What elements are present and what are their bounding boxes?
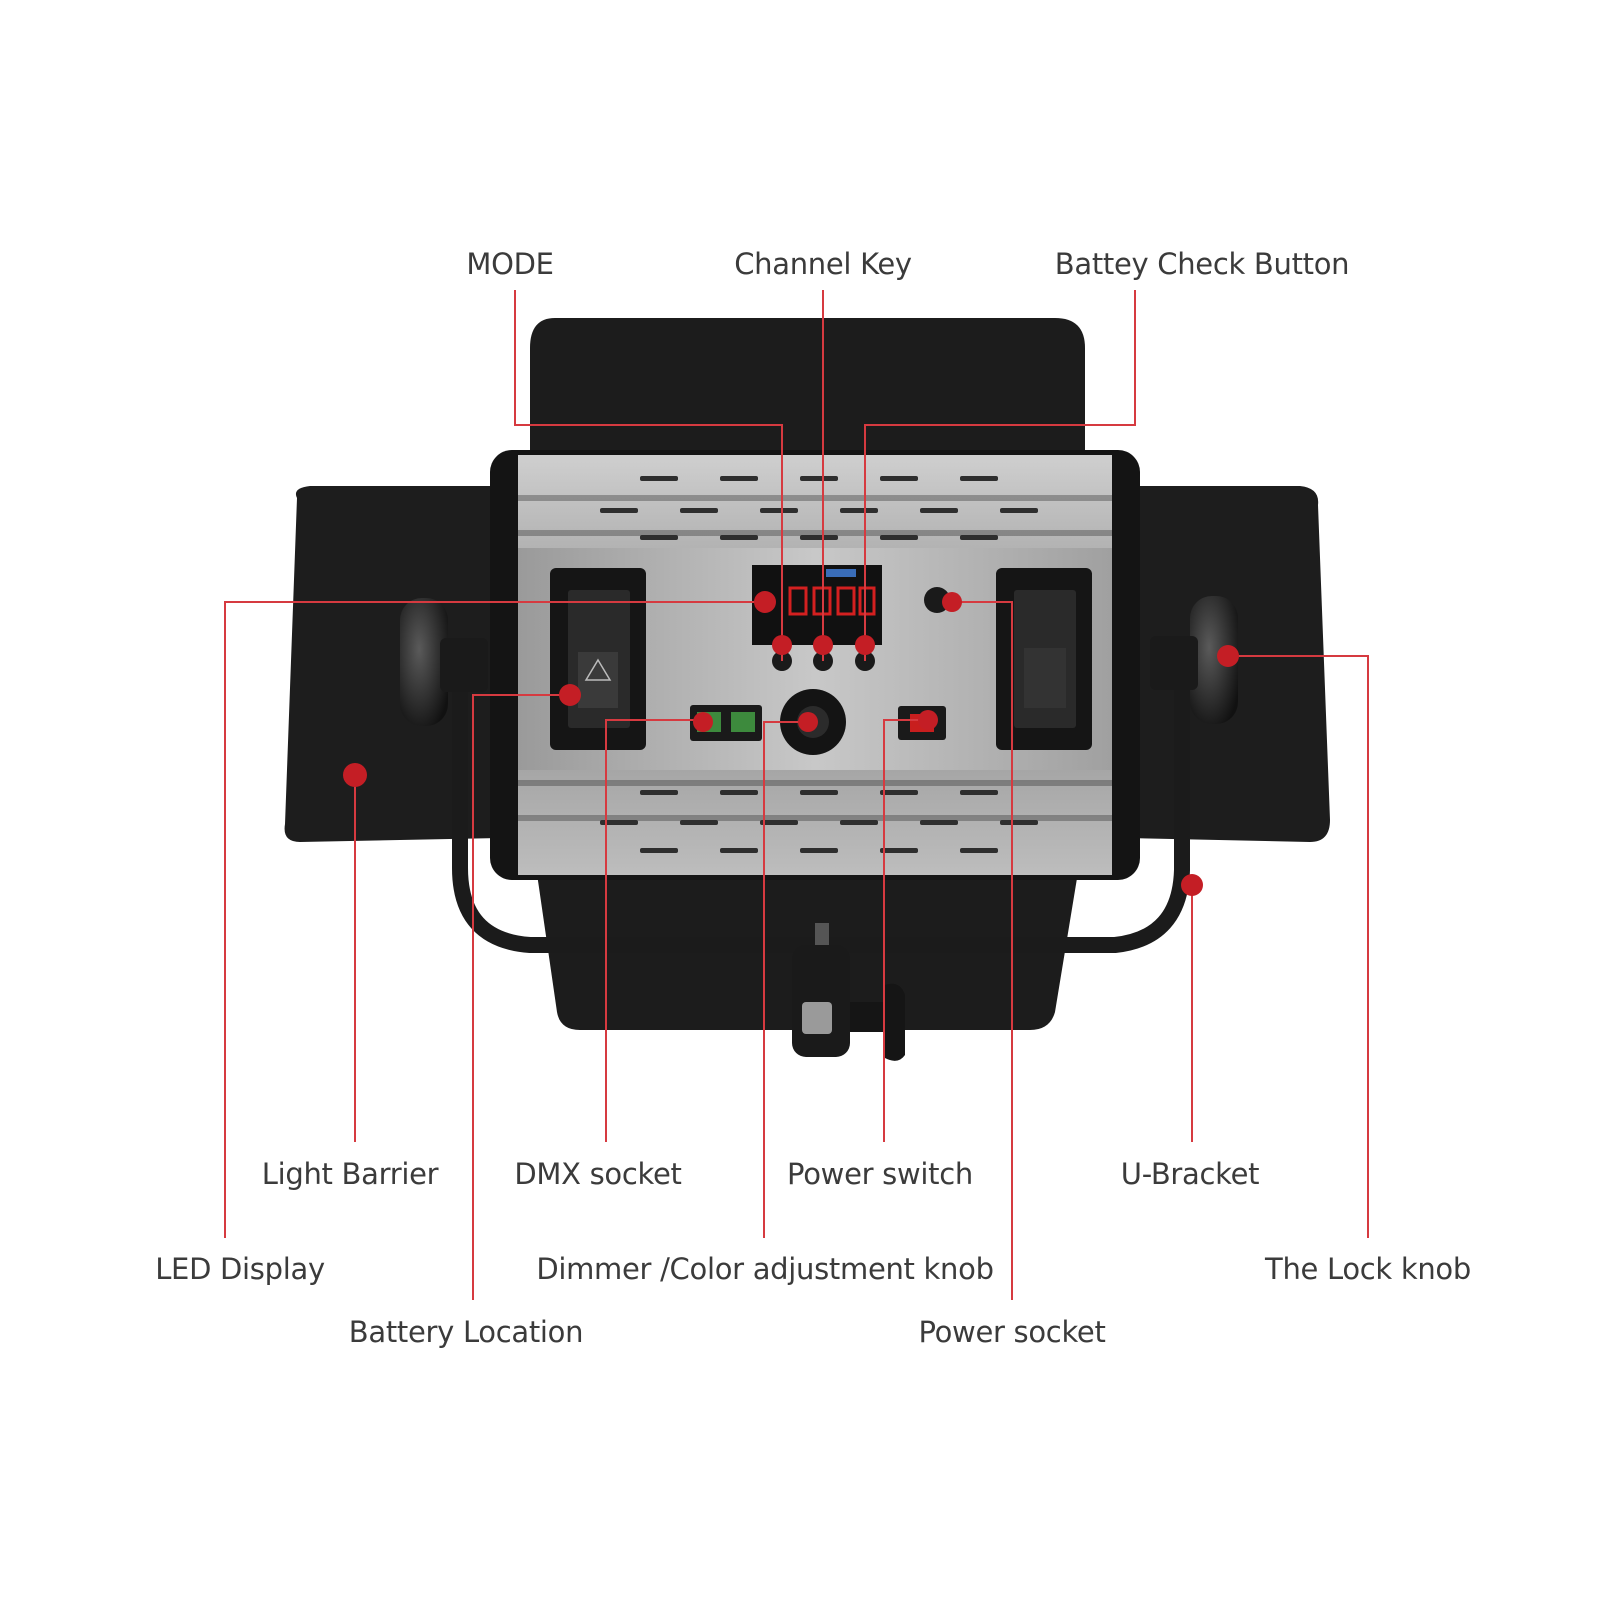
label-channel-key: Channel Key [734, 247, 912, 281]
mount-adapter [792, 923, 905, 1061]
left-lock-knob [400, 598, 488, 726]
left-barndoor [284, 486, 500, 842]
label-dmx-socket: DMX socket [514, 1157, 682, 1191]
u-bracket-marker [1181, 874, 1203, 896]
dimmer-knob-line [763, 721, 808, 1238]
battery-check-line [864, 290, 1136, 661]
label-the-lock-knob: The Lock knob [1265, 1252, 1471, 1286]
battery-plate-left [550, 568, 646, 750]
callout-markers [343, 591, 1239, 896]
channel-key-marker [813, 635, 833, 655]
mode-line [514, 290, 783, 661]
light-barrier-marker [343, 763, 367, 787]
label-battery-check-button: Battey Check Button [1054, 247, 1350, 281]
power-switch-line [883, 719, 928, 1142]
led-display-line [224, 601, 765, 1238]
power-socket-line [952, 601, 1013, 1300]
lock-knob-line [1228, 655, 1369, 1238]
label-mode: MODE [466, 247, 554, 281]
callout-lines [224, 290, 1369, 1300]
mount-body [792, 945, 850, 1057]
power-switch-marker [918, 710, 938, 730]
battery-check-marker [855, 635, 875, 655]
led-display-marker [754, 591, 776, 613]
label-power-switch: Power switch [787, 1157, 973, 1191]
label-power-socket: Power socket [918, 1315, 1106, 1349]
mount-lock-knob [850, 983, 905, 1061]
vent-slots-bottom [600, 790, 1038, 853]
label-dimmer-color-knob: Dimmer /Color adjustment knob [536, 1252, 994, 1286]
right-lock-knob [1150, 596, 1238, 724]
lock-knob-marker [1217, 645, 1239, 667]
mode-marker [772, 635, 792, 655]
display-badge [826, 569, 856, 577]
dimmer-knob-marker [798, 712, 818, 732]
mount-screw [815, 923, 829, 945]
label-battery-location: Battery Location [348, 1315, 584, 1349]
dmx-socket-marker [693, 712, 713, 732]
power-socket-marker [942, 592, 962, 612]
top-barndoor [530, 318, 1085, 460]
battery-location-line [472, 694, 570, 1300]
dmx-socket-line [605, 719, 695, 1142]
label-light-barrier: Light Barrier [261, 1157, 439, 1191]
vent-slots-top [600, 476, 1038, 540]
label-u-bracket: U-Bracket [1120, 1157, 1260, 1191]
label-led-display: LED Display [155, 1252, 325, 1286]
battery-location-marker [559, 684, 581, 706]
battery-plate-right [996, 568, 1092, 750]
mount-hole [802, 1002, 832, 1034]
